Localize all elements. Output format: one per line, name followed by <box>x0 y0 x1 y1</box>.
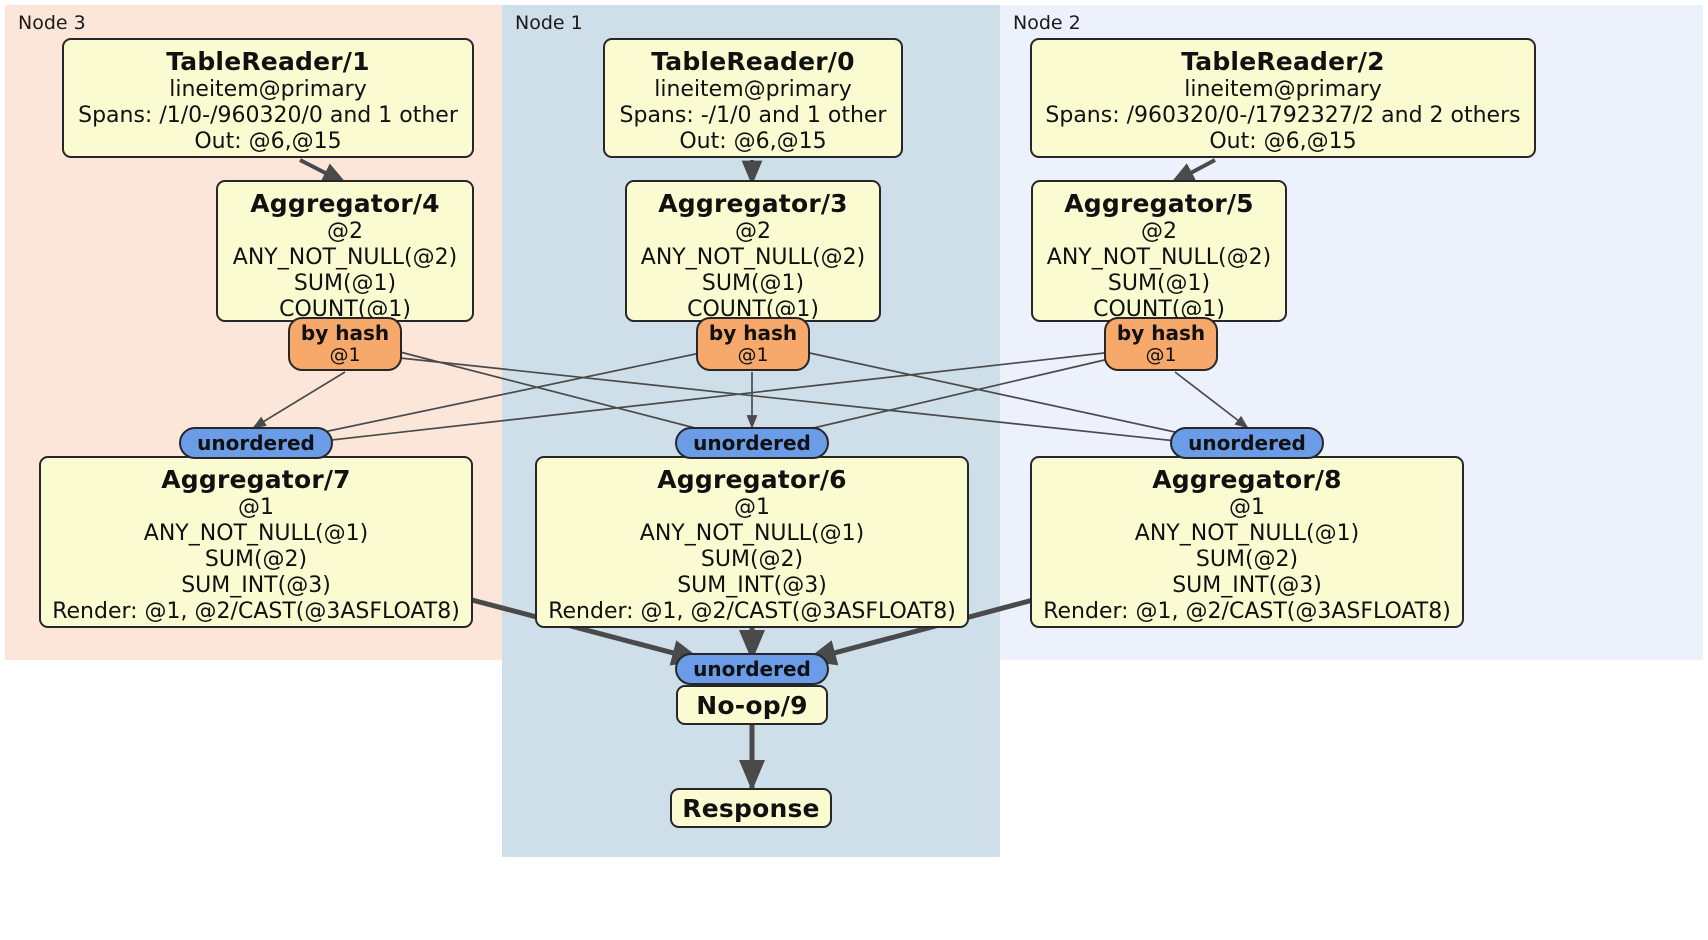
processor-title: TableReader/1 <box>166 47 370 76</box>
processor-line: SUM(@1) <box>1107 271 1211 296</box>
processor-line: @2 <box>735 219 771 244</box>
sync-label: unordered <box>1188 431 1306 455</box>
output-router-hash-left[interactable]: by hash @1 <box>288 317 402 371</box>
router-column: @1 <box>1145 344 1177 366</box>
processor-aggregator-3[interactable]: Aggregator/3 @2 ANY_NOT_NULL(@2) SUM(@1)… <box>625 180 881 322</box>
sync-label: unordered <box>693 657 811 681</box>
processor-line: SUM_INT(@3) <box>677 573 827 598</box>
processor-line: Out: @6,@15 <box>679 129 827 154</box>
processor-line: SUM(@2) <box>700 547 804 572</box>
processor-line: Spans: /1/0-/960320/0 and 1 other <box>78 103 458 128</box>
node-label-node3: Node 3 <box>18 12 86 34</box>
processor-noop-9[interactable]: No-op/9 <box>676 685 828 725</box>
node-label-node1: Node 1 <box>515 12 583 34</box>
router-label: by hash <box>300 321 390 345</box>
processor-line: ANY_NOT_NULL(@1) <box>143 521 369 546</box>
processor-line: SUM(@2) <box>1195 547 1299 572</box>
processor-title: TableReader/0 <box>651 47 855 76</box>
output-router-hash-right[interactable]: by hash @1 <box>1104 317 1218 371</box>
processor-line: Out: @6,@15 <box>194 129 342 154</box>
node-label-node2: Node 2 <box>1013 12 1081 34</box>
router-label: by hash <box>1116 321 1206 345</box>
processor-line: @2 <box>1141 219 1177 244</box>
processor-title: Aggregator/6 <box>657 465 847 494</box>
sync-label: unordered <box>197 431 315 455</box>
input-sync-unordered-final[interactable]: unordered <box>675 653 829 685</box>
processor-line: Render: @1, @2/CAST(@3ASFLOAT8) <box>1043 599 1451 624</box>
processor-line: lineitem@primary <box>169 77 367 102</box>
processor-line: SUM(@1) <box>701 271 805 296</box>
processor-title: Aggregator/5 <box>1064 189 1254 218</box>
output-router-hash-mid[interactable]: by hash @1 <box>696 317 810 371</box>
sync-label: unordered <box>693 431 811 455</box>
processor-line: Spans: -/1/0 and 1 other <box>619 103 887 128</box>
input-sync-unordered-left[interactable]: unordered <box>179 427 333 459</box>
processor-aggregator-5[interactable]: Aggregator/5 @2 ANY_NOT_NULL(@2) SUM(@1)… <box>1031 180 1287 322</box>
processor-line: lineitem@primary <box>1184 77 1382 102</box>
router-label: by hash <box>708 321 798 345</box>
processor-line: ANY_NOT_NULL(@1) <box>1134 521 1360 546</box>
processor-line: @1 <box>734 495 770 520</box>
processor-line: ANY_NOT_NULL(@2) <box>232 245 458 270</box>
processor-tablereader-1[interactable]: TableReader/1 lineitem@primary Spans: /1… <box>62 38 474 158</box>
processor-line: @1 <box>238 495 274 520</box>
processor-title: Aggregator/7 <box>161 465 351 494</box>
processor-line: SUM(@2) <box>204 547 308 572</box>
processor-line: @2 <box>327 219 363 244</box>
processor-response[interactable]: Response <box>670 788 832 828</box>
processor-line: ANY_NOT_NULL(@2) <box>640 245 866 270</box>
processor-line: SUM(@1) <box>293 271 397 296</box>
processor-title: Aggregator/4 <box>250 189 440 218</box>
processor-line: lineitem@primary <box>654 77 852 102</box>
processor-line: Out: @6,@15 <box>1209 129 1357 154</box>
router-column: @1 <box>329 344 361 366</box>
processor-aggregator-7[interactable]: Aggregator/7 @1 ANY_NOT_NULL(@1) SUM(@2)… <box>39 456 473 628</box>
processor-title: Response <box>682 793 820 823</box>
processor-title: TableReader/2 <box>1181 47 1385 76</box>
processor-tablereader-0[interactable]: TableReader/0 lineitem@primary Spans: -/… <box>603 38 903 158</box>
processor-line: ANY_NOT_NULL(@2) <box>1046 245 1272 270</box>
processor-title: No-op/9 <box>696 690 808 720</box>
input-sync-unordered-right[interactable]: unordered <box>1170 427 1324 459</box>
input-sync-unordered-mid[interactable]: unordered <box>675 427 829 459</box>
processor-aggregator-4[interactable]: Aggregator/4 @2 ANY_NOT_NULL(@2) SUM(@1)… <box>216 180 474 322</box>
processor-aggregator-6[interactable]: Aggregator/6 @1 ANY_NOT_NULL(@1) SUM(@2)… <box>535 456 969 628</box>
processor-line: Render: @1, @2/CAST(@3ASFLOAT8) <box>52 599 460 624</box>
processor-line: @1 <box>1229 495 1265 520</box>
processor-line: SUM_INT(@3) <box>1172 573 1322 598</box>
processor-line: Render: @1, @2/CAST(@3ASFLOAT8) <box>548 599 956 624</box>
processor-title: Aggregator/3 <box>658 189 848 218</box>
processor-line: ANY_NOT_NULL(@1) <box>639 521 865 546</box>
processor-aggregator-8[interactable]: Aggregator/8 @1 ANY_NOT_NULL(@1) SUM(@2)… <box>1030 456 1464 628</box>
processor-title: Aggregator/8 <box>1152 465 1342 494</box>
processor-line: Spans: /960320/0-/1792327/2 and 2 others <box>1045 103 1521 128</box>
processor-tablereader-2[interactable]: TableReader/2 lineitem@primary Spans: /9… <box>1030 38 1536 158</box>
processor-line: SUM_INT(@3) <box>181 573 331 598</box>
router-column: @1 <box>737 344 769 366</box>
